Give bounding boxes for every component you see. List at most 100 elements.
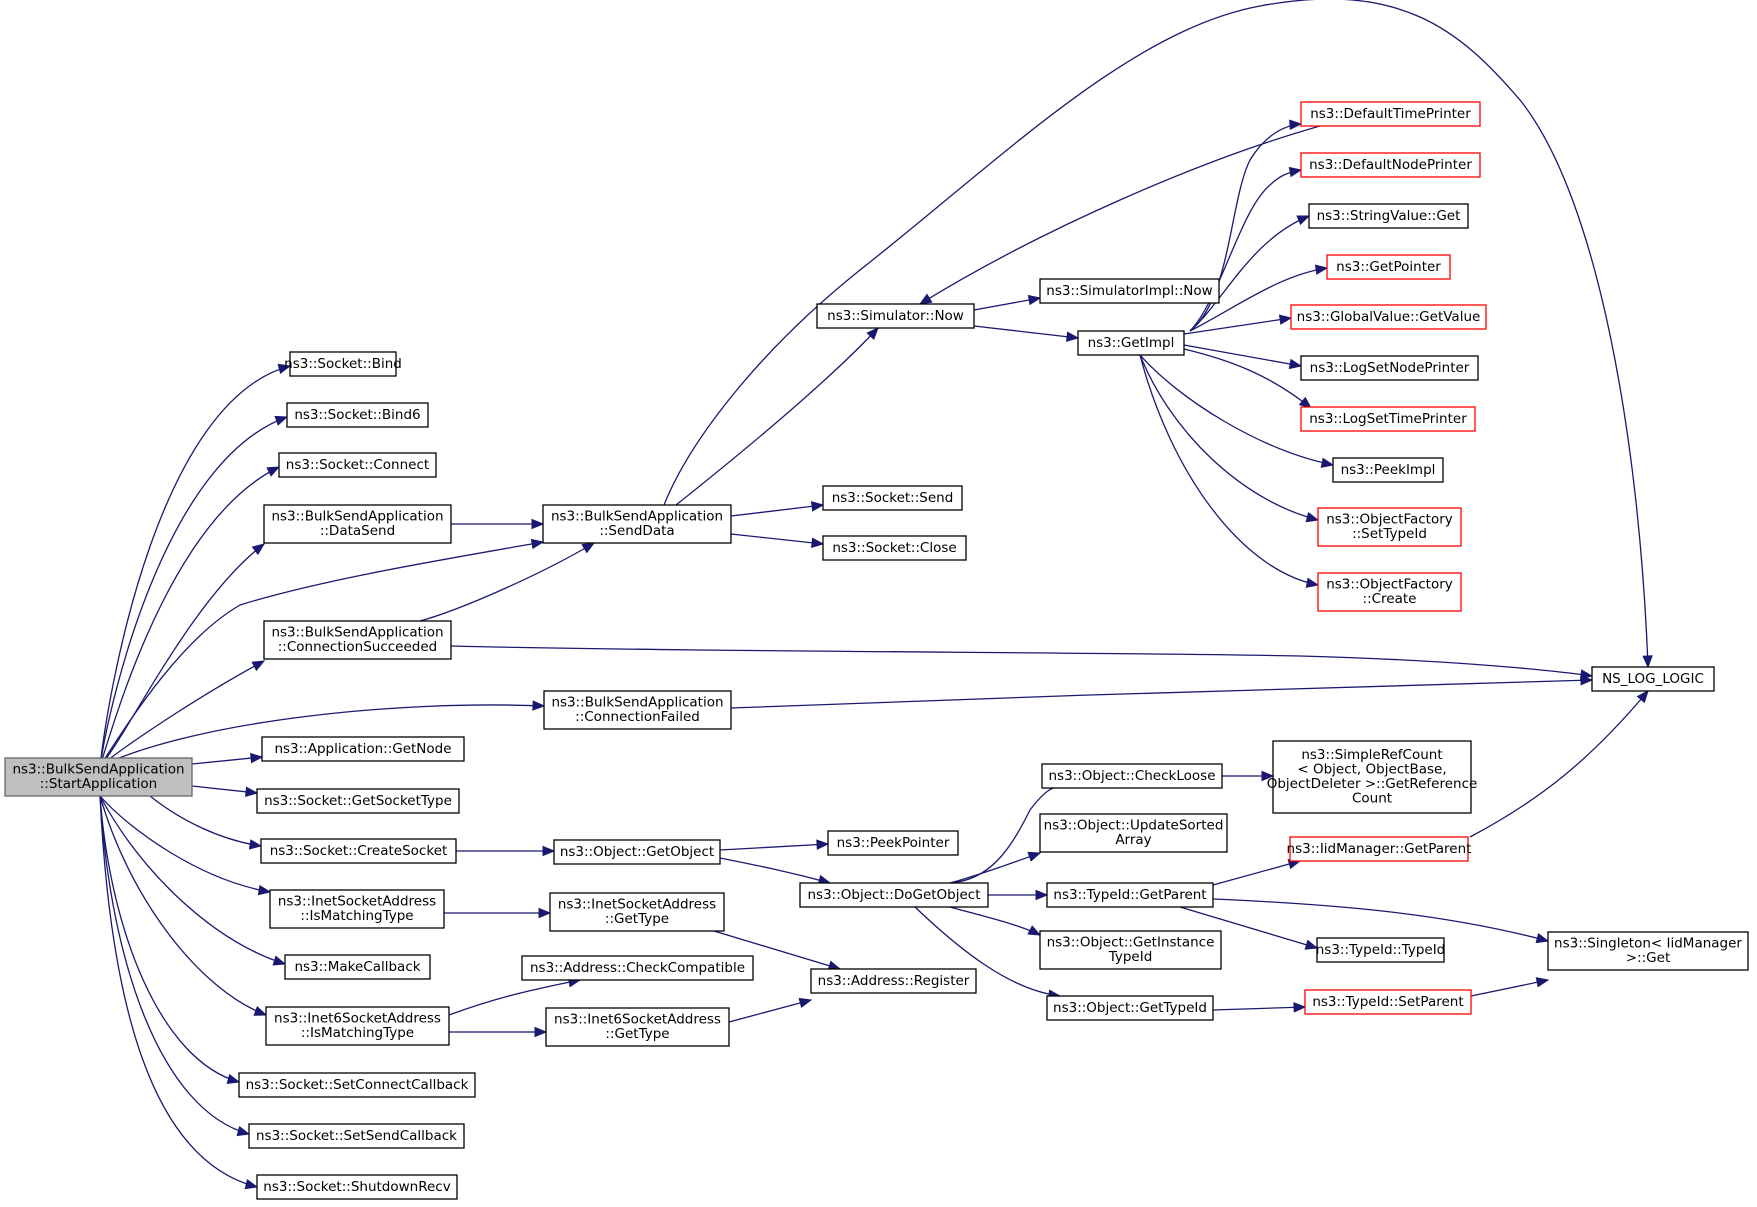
node-set-send-cb[interactable]: ns3::Socket::SetSendCallback (248, 1123, 465, 1149)
node-sim-now[interactable]: ns3::Simulator::Now (816, 303, 975, 329)
node-label: ns3::Address::Register (818, 973, 970, 989)
node-objfactory-create[interactable]: ns3::ObjectFactory::Create (1317, 572, 1462, 612)
node-label: ns3::InetSocketAddress (278, 894, 436, 910)
node-typeid-setparent[interactable]: ns3::TypeId::SetParent (1304, 989, 1472, 1015)
edge-to-inet-match (99, 795, 272, 896)
node-conn-fail[interactable]: ns3::BulkSendApplication::ConnectionFail… (543, 690, 732, 730)
node-label: TypeId (1108, 949, 1153, 965)
node-label: ::DataSend (320, 523, 395, 539)
node-label: ns3::BulkSendApplication (271, 509, 443, 525)
edge-to-ns-log-logic (663, 0, 1653, 669)
node-peek-pointer[interactable]: ns3::PeekPointer (827, 830, 959, 856)
node-label: ::GetType (605, 911, 669, 927)
edge-to-typeid-setparent (1212, 1002, 1307, 1013)
node-label: ns3::Inet6SocketAddress (274, 1011, 441, 1027)
node-set-conn-cb[interactable]: ns3::Socket::SetConnectCallback (238, 1072, 476, 1098)
node-label: ns3::Socket::SetSendCallback (256, 1128, 457, 1144)
node-label: ns3::BulkSendApplication (12, 762, 184, 778)
edge-to-create-socket (149, 795, 263, 850)
edge-to-peek-pointer (719, 839, 830, 851)
node-obj-getobject[interactable]: ns3::Object::GetObject (553, 839, 721, 865)
node-globalvalue-get[interactable]: ns3::GlobalValue::GetValue (1290, 304, 1487, 330)
node-label: ns3::Object::UpdateSorted (1044, 818, 1224, 834)
node-def-time-printer[interactable]: ns3::DefaultTimePrinter (1300, 101, 1481, 127)
node-sock-send[interactable]: ns3::Socket::Send (822, 485, 963, 511)
node-send-data[interactable]: ns3::BulkSendApplication::SendData (542, 504, 732, 544)
node-iid-getparent[interactable]: ns3::IidManager::GetParent (1287, 836, 1472, 862)
node-inet6-gettype[interactable]: ns3::Inet6SocketAddress::GetType (545, 1007, 730, 1047)
node-sock-bind[interactable]: ns3::Socket::Bind (284, 351, 402, 377)
edge-to-ns-log-logic (1469, 689, 1649, 838)
node-simimpl-now[interactable]: ns3::SimulatorImpl::Now (1039, 278, 1220, 304)
node-conn-succ[interactable]: ns3::BulkSendApplication::ConnectionSucc… (263, 620, 452, 660)
node-label: ::ConnectionSucceeded (278, 639, 438, 655)
node-singleton-get[interactable]: ns3::Singleton< IidManager>::Get (1547, 931, 1749, 971)
node-obj-dogetobject[interactable]: ns3::Object::DoGetObject (799, 882, 989, 908)
node-label: ns3::Socket::Close (832, 540, 956, 556)
node-obj-gettypeid[interactable]: ns3::Object::GetTypeId (1046, 995, 1214, 1021)
node-simplerefcount[interactable]: ns3::SimpleRefCount< Object, ObjectBase,… (1267, 740, 1478, 814)
node-data-send[interactable]: ns3::BulkSendApplication::DataSend (263, 504, 452, 544)
node-sock-close[interactable]: ns3::Socket::Close (822, 535, 967, 561)
edge-to-simplerefcount (1222, 770, 1275, 782)
node-typeid-typeid[interactable]: ns3::TypeId::TypeId (1316, 937, 1446, 963)
node-label: ns3::Socket::ShutdownRecv (263, 1179, 450, 1195)
node-label: ns3::GlobalValue::GetValue (1297, 309, 1481, 325)
edge-to-log-set-time (1183, 348, 1313, 409)
node-stringvalue-get[interactable]: ns3::StringValue::Get (1308, 203, 1469, 229)
edge-to-conn-succ (99, 660, 266, 767)
node-inet-match[interactable]: ns3::InetSocketAddress::IsMatchingType (269, 889, 445, 929)
node-label: ns3::BulkSendApplication (551, 695, 723, 711)
edge-to-conn-fail (99, 700, 546, 767)
edge-to-data-send (99, 543, 266, 767)
node-label: ns3::Socket::Bind (284, 356, 402, 372)
node-get-impl[interactable]: ns3::GetImpl (1077, 330, 1185, 356)
node-label: ::SetTypeId (1352, 526, 1427, 542)
nodes-layer: ns3::BulkSendApplication::StartApplicati… (4, 101, 1749, 1200)
node-make-callback[interactable]: ns3::MakeCallback (284, 954, 431, 980)
node-label: ns3::Object::GetInstance (1047, 935, 1215, 951)
edge-to-sock-close (730, 533, 825, 548)
node-get-sock-type[interactable]: ns3::Socket::GetSocketType (256, 788, 460, 814)
node-label: ns3::Socket::CreateSocket (270, 843, 448, 859)
edge-to-send-data (99, 538, 545, 767)
node-get-node[interactable]: ns3::Application::GetNode (261, 736, 465, 762)
node-log-set-time[interactable]: ns3::LogSetTimePrinter (1300, 406, 1476, 432)
node-create-socket[interactable]: ns3::Socket::CreateSocket (260, 838, 457, 864)
node-addr-register[interactable]: ns3::Address::Register (810, 968, 977, 994)
node-sock-bind6[interactable]: ns3::Socket::Bind6 (286, 402, 429, 428)
edges-layer (99, 0, 1653, 1190)
node-label: ns3::BulkSendApplication (271, 625, 443, 641)
node-def-node-printer[interactable]: ns3::DefaultNodePrinter (1300, 152, 1481, 178)
node-sock-connect[interactable]: ns3::Socket::Connect (278, 452, 437, 478)
edge-to-inet6-gettype (449, 1026, 548, 1038)
node-addr-check[interactable]: ns3::Address::CheckCompatible (521, 955, 754, 981)
node-label: ns3::Object::DoGetObject (807, 887, 980, 903)
edge-to-shutdown-recv (99, 795, 259, 1190)
node-peek-impl[interactable]: ns3::PeekImpl (1332, 457, 1444, 483)
node-label: ::IsMatchingType (301, 1025, 414, 1041)
edge-to-simimpl-now (973, 294, 1042, 311)
node-typeid-getparent[interactable]: ns3::TypeId::GetParent (1046, 882, 1214, 908)
edge-to-obj-dogetobject (719, 857, 832, 885)
edge-to-obj-updatesorted (949, 851, 1042, 884)
edge-to-send-data (451, 518, 545, 530)
edge-to-inet-match-out (444, 907, 552, 919)
node-label: Array (1115, 832, 1151, 848)
node-label: ns3::GetPointer (1336, 259, 1441, 275)
node-start-app[interactable]: ns3::BulkSendApplication::StartApplicati… (4, 757, 193, 797)
node-shutdown-recv[interactable]: ns3::Socket::ShutdownRecv (256, 1174, 458, 1200)
node-ns-log-logic[interactable]: NS_LOG_LOGIC (1591, 666, 1715, 692)
node-label: ::GetType (605, 1026, 669, 1042)
node-obj-checkloose[interactable]: ns3::Object::CheckLoose (1041, 763, 1223, 789)
node-log-set-node[interactable]: ns3::LogSetNodePrinter (1300, 355, 1479, 381)
node-get-pointer[interactable]: ns3::GetPointer (1326, 254, 1451, 280)
edge-to-def-node-printer (1189, 166, 1303, 332)
node-label: ns3::InetSocketAddress (558, 897, 716, 913)
node-inet-gettype[interactable]: ns3::InetSocketAddress::GetType (549, 892, 725, 932)
edge-to-send-data (419, 542, 596, 622)
node-objfactory-settype[interactable]: ns3::ObjectFactory::SetTypeId (1317, 507, 1462, 547)
node-inet6-match[interactable]: ns3::Inet6SocketAddress::IsMatchingType (265, 1006, 450, 1046)
